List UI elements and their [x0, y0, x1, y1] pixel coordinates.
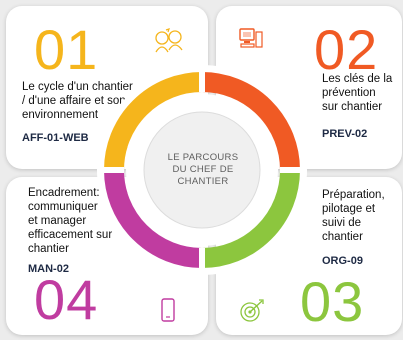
ring-segment-04 — [104, 169, 203, 268]
module-code-02: PREV-02 — [322, 128, 368, 140]
module-title-03: Préparation, pilotage et suivi de chanti… — [322, 189, 385, 243]
module-number-01: 01 — [34, 18, 99, 81]
computer-icon — [238, 26, 264, 57]
module-code-01: AFF-01-WEB — [22, 132, 89, 144]
discussion-icon — [152, 28, 186, 59]
module-number-04: 04 — [34, 268, 99, 331]
module-number-03: 03 — [300, 270, 365, 333]
ring-segment-02 — [201, 72, 300, 171]
module-number-02: 02 — [314, 18, 379, 81]
phone-icon — [160, 298, 176, 327]
module-code-04: MAN-02 — [28, 263, 69, 275]
ring-segment-03 — [201, 169, 300, 268]
target-icon — [238, 298, 266, 329]
module-title-02: Les clés de la prévention sur chantier — [322, 73, 393, 113]
module-title-01: Le cycle d'un chantier / d'une affaire e… — [22, 81, 133, 121]
ring-segment-01 — [104, 72, 203, 171]
module-title-04: Encadrement: communiquer et manager effi… — [28, 187, 113, 255]
module-code-03: ORG-09 — [322, 255, 363, 267]
center-title: LE PARCOURS DU CHEF DE CHANTIER — [167, 152, 239, 187]
